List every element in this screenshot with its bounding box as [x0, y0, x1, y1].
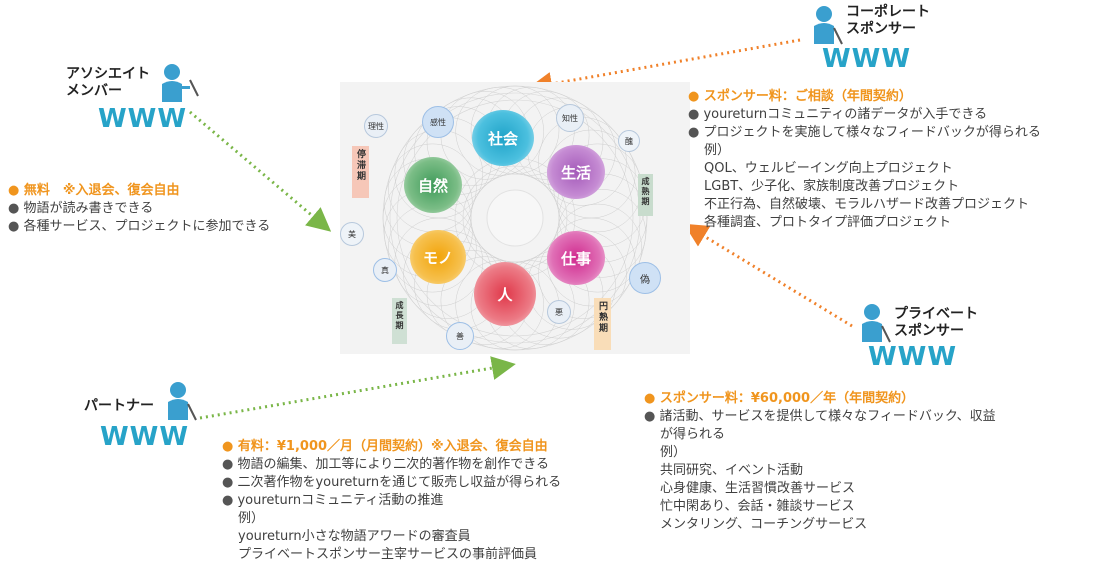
blob-shakai: 社会	[472, 110, 534, 166]
private-arrow	[683, 223, 853, 328]
circle-zen: 善	[446, 322, 474, 350]
period-enjuku: 円熟期	[594, 298, 611, 350]
circle-shuu: 醜	[618, 130, 640, 152]
circle-kansei: 感性	[422, 106, 454, 138]
corporate-arrow	[528, 38, 801, 96]
circle-bi: 美	[340, 222, 364, 246]
blob-mono: モノ	[410, 230, 466, 284]
partner-benefits: 有料：¥1,000／月（月間契約）※入退会、復会自由 物語の編集、加工等により二…	[222, 438, 561, 564]
private-title: プライベートスポンサー	[894, 306, 978, 339]
circle-gi: 偽	[629, 262, 661, 294]
partner-arrow	[199, 356, 516, 420]
corporate-person-icon	[814, 6, 843, 45]
circle-aku: 悪	[547, 300, 571, 324]
associate-www-icon: WWW	[98, 104, 188, 134]
associate-title: アソシエイトメンバー	[66, 66, 150, 99]
private-person-icon	[862, 304, 891, 343]
partner-person-icon	[168, 382, 197, 421]
partner-www-icon: WWW	[100, 422, 190, 452]
associate-benefits: 無料 ※入退会、復会自由 物語が読み書きできる 各種サービス、プロジェクトに参加…	[8, 182, 270, 236]
blob-shigoto: 仕事	[547, 231, 605, 285]
period-seijuku: 成熟期	[638, 174, 653, 216]
private-www-icon: WWW	[868, 342, 958, 372]
private-benefits: スポンサー料：¥60,000／年（年間契約） 諸活動、サービスを提供して様々なフ…	[644, 390, 995, 534]
blob-hito: 人	[474, 262, 536, 326]
corporate-title: コーポレートスポンサー	[846, 4, 930, 37]
blob-seikatsu: 生活	[547, 145, 605, 199]
corporate-www-icon: WWW	[822, 44, 912, 74]
blob-shizen: 自然	[404, 157, 462, 213]
associate-arrow	[189, 110, 332, 232]
circle-shin: 真	[373, 258, 397, 282]
circle-chisei: 知性	[556, 104, 584, 132]
period-seichou: 成長期	[392, 298, 407, 344]
circle-risei: 理性	[364, 114, 388, 138]
corporate-benefits: スポンサー料：ご相談（年間契約） youreturnコミュニティの諸データが入手…	[688, 88, 1040, 232]
associate-person-icon	[162, 64, 199, 102]
period-teitai: 停滞期	[352, 146, 369, 198]
partner-title: パートナー	[84, 398, 154, 414]
